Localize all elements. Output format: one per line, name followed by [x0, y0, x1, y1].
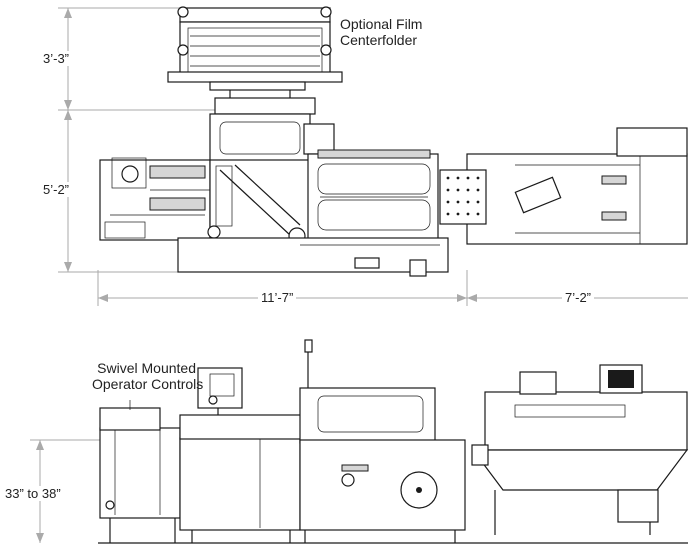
machine-width-dim: 5’-2”	[40, 182, 73, 197]
main-length-dim: 11’-7”	[258, 290, 297, 305]
controls-callout: Swivel Mounted Operator Controls	[92, 360, 204, 392]
side-view	[98, 339, 689, 544]
centerfolder-callout-line1: Optional Film	[340, 16, 423, 32]
centerfolder-callout-line2: Centerfolder	[340, 32, 418, 48]
film-centerfolder	[167, 6, 343, 115]
centerfolder-callout: Optional Film Centerfolder	[340, 16, 422, 48]
top-view	[99, 6, 688, 277]
infeed-height-dim: 33” to 38”	[2, 486, 64, 501]
shrink-tunnel-top	[439, 127, 688, 245]
shrink-tunnel-side	[471, 364, 689, 535]
centerfolder-height-dim: 3’-3”	[40, 51, 73, 66]
controls-callout-line2: Operator Controls	[92, 376, 204, 392]
controls-callout-line1: Swivel Mounted	[97, 360, 196, 376]
tunnel-length-dim: 7’-2”	[562, 290, 595, 305]
